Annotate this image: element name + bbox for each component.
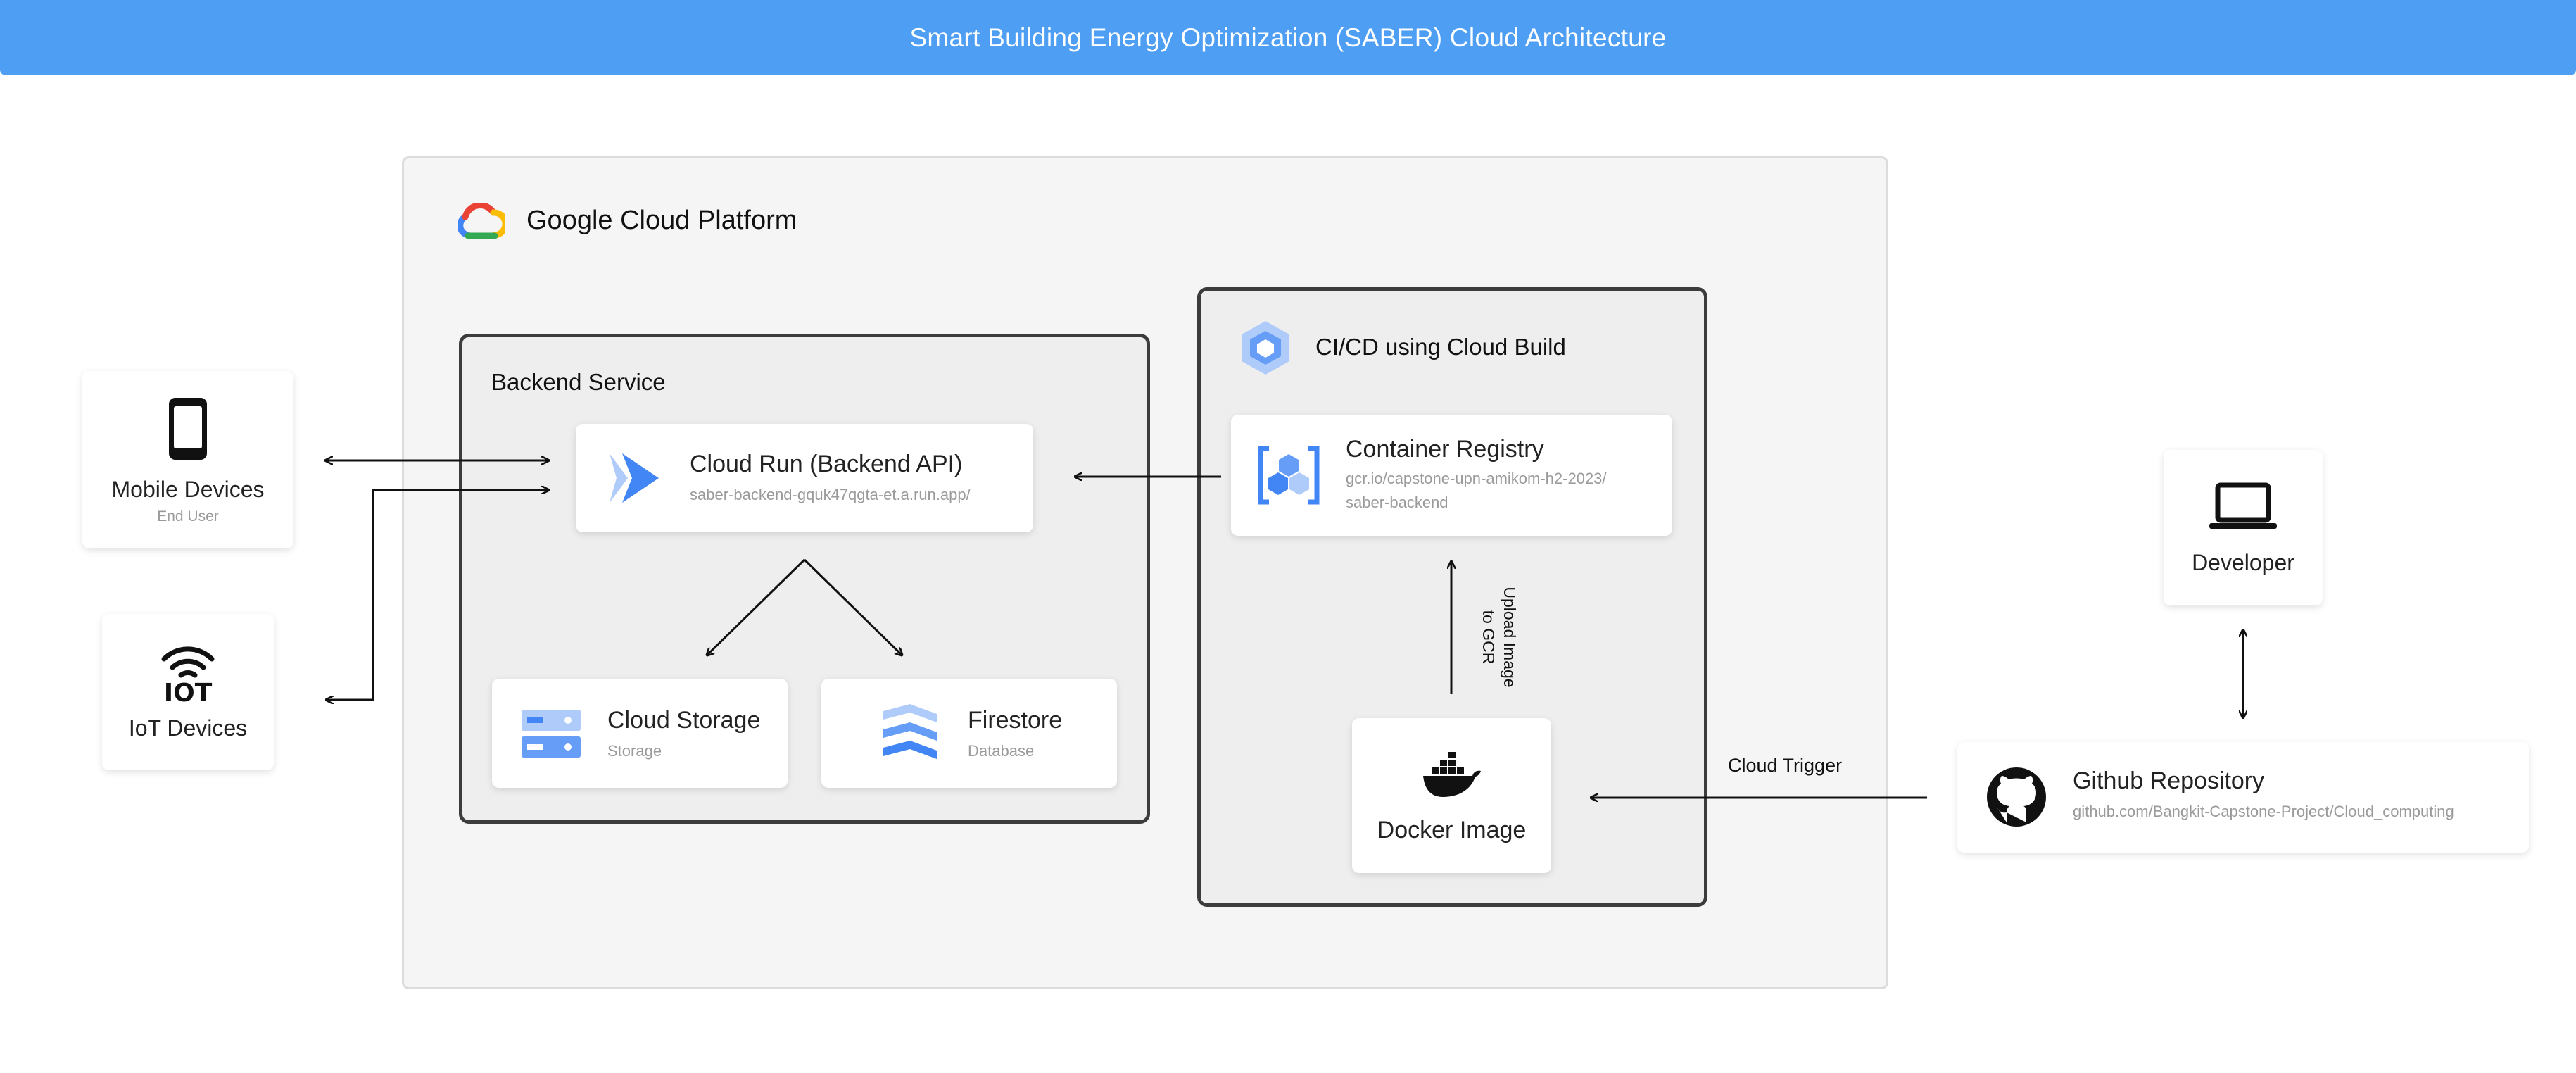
github-repository-card[interactable]: Github Repository github.com/Bangkit-Cap… bbox=[1957, 742, 2529, 853]
mobile-devices-subtitle: End User bbox=[157, 508, 219, 525]
container-registry-subtitle-line2: saber-backend bbox=[1346, 494, 1448, 511]
cloud-storage-subtitle: Storage bbox=[607, 742, 662, 760]
firestore-title: Firestore bbox=[968, 707, 1063, 734]
github-icon bbox=[1987, 767, 2046, 827]
docker-icon bbox=[1422, 752, 1481, 797]
mobile-devices-title: Mobile Devices bbox=[111, 477, 265, 502]
docker-image-card[interactable]: Docker Image bbox=[1352, 718, 1551, 873]
firestore-card[interactable]: Firestore Database bbox=[821, 679, 1117, 788]
container-registry-icon bbox=[1258, 446, 1320, 505]
container-registry-title: Container Registry bbox=[1346, 436, 1544, 463]
cloud-trigger-label: Cloud Trigger bbox=[1728, 755, 1843, 776]
github-repository-title: Github Repository bbox=[2073, 767, 2265, 794]
firestore-subtitle: Database bbox=[968, 742, 1035, 760]
cloud-run-storage-connector bbox=[707, 558, 806, 655]
developer-card[interactable]: Developer bbox=[2164, 450, 2323, 605]
cloud-run-subtitle: saber-backend-gquk47qgta-et.a.run.app/ bbox=[690, 486, 971, 503]
container-registry-subtitle-line1: gcr.io/capstone-upn-amikom-h2-2023/ bbox=[1346, 470, 1607, 487]
iot-cloud-run-connector bbox=[326, 490, 549, 700]
cloud-run-icon bbox=[610, 453, 659, 503]
diagram-title: Smart Building Energy Optimization (SABE… bbox=[909, 23, 1667, 52]
firestore-icon bbox=[883, 704, 937, 759]
iot-devices-card[interactable]: IOT IoT Devices bbox=[102, 614, 274, 770]
laptop-icon bbox=[2209, 482, 2277, 529]
cloud-run-firestore-connector bbox=[803, 558, 902, 655]
iot-icon: IOT bbox=[161, 646, 215, 703]
cloud-storage-icon bbox=[522, 710, 581, 758]
cloud-run-card[interactable]: Cloud Run (Backend API) saber-backend-gq… bbox=[576, 424, 1033, 532]
backend-service-label: Backend Service bbox=[491, 369, 666, 395]
header-bar: Smart Building Energy Optimization (SABE… bbox=[0, 0, 2576, 75]
google-cloud-logo-icon bbox=[458, 203, 505, 239]
cicd-label: CI/CD using Cloud Build bbox=[1315, 334, 1566, 360]
mobile-devices-card[interactable]: Mobile Devices End User bbox=[82, 371, 293, 548]
cloud-storage-card[interactable]: Cloud Storage Storage bbox=[492, 679, 788, 788]
gcp-title: Google Cloud Platform bbox=[526, 206, 797, 235]
svg-text:IOT: IOT bbox=[164, 679, 213, 703]
iot-devices-title: IoT Devices bbox=[128, 715, 248, 741]
cloud-storage-title: Cloud Storage bbox=[607, 707, 761, 734]
smartphone-icon bbox=[169, 398, 207, 460]
cloud-run-title: Cloud Run (Backend API) bbox=[690, 451, 963, 477]
docker-image-title: Docker Image bbox=[1377, 817, 1527, 843]
container-registry-card[interactable]: Container Registry gcr.io/capstone-upn-a… bbox=[1231, 415, 1672, 536]
github-repository-subtitle: github.com/Bangkit-Capstone-Project/Clou… bbox=[2073, 803, 2454, 820]
cloud-build-icon bbox=[1242, 321, 1289, 375]
developer-title: Developer bbox=[2192, 550, 2294, 575]
